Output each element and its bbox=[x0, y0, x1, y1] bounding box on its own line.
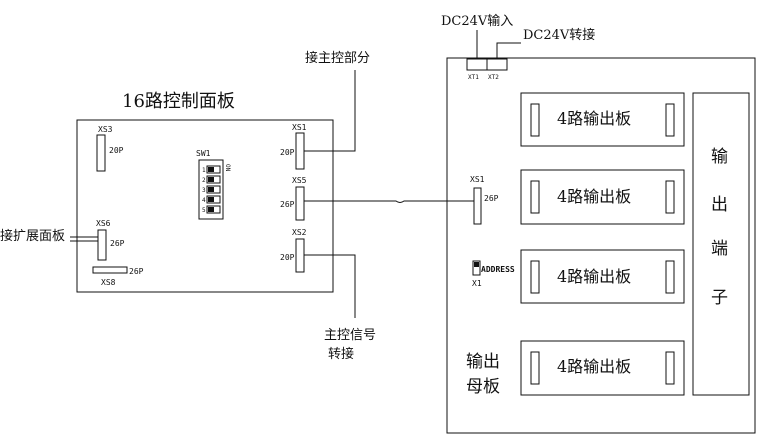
output-mother-board bbox=[446, 57, 756, 434]
sw1-label: SW1 bbox=[196, 149, 211, 158]
xs5-pins: 26P bbox=[280, 200, 295, 209]
signal-relay-note-line1: 主控信号 bbox=[324, 328, 376, 343]
mb-xs1-pins: 26P bbox=[484, 194, 499, 203]
xs8-pins: 26P bbox=[129, 267, 144, 276]
svg-text:4路输出板: 4路输出板 bbox=[557, 267, 631, 286]
svg-text:5: 5 bbox=[202, 207, 206, 214]
svg-text:1: 1 bbox=[202, 167, 206, 174]
control-board bbox=[76, 119, 334, 293]
output-board-1: 4路输出板 bbox=[520, 92, 685, 147]
x1-jumper bbox=[472, 260, 481, 276]
xs6-label: XS6 bbox=[96, 219, 111, 228]
x1-label: X1 bbox=[472, 279, 482, 288]
dc24v-relay-note: DC24V转接 bbox=[523, 27, 595, 43]
xs6-connector bbox=[97, 229, 107, 261]
svg-text:4: 4 bbox=[202, 197, 206, 204]
output-board-2: 4路输出板 bbox=[520, 169, 685, 225]
xs8-label: XS8 bbox=[101, 278, 116, 287]
sw1-switch-1: 1 bbox=[202, 165, 221, 174]
control-board-title: 16路控制面板 bbox=[122, 91, 235, 112]
xs3-pins: 20P bbox=[109, 146, 124, 155]
terminal-char-1: 输 bbox=[711, 147, 728, 167]
terminal-char-4: 子 bbox=[711, 288, 728, 308]
xs3-label: XS3 bbox=[98, 125, 113, 134]
svg-text:4路输出板: 4路输出板 bbox=[557, 357, 631, 376]
xs2-pins: 20P bbox=[280, 253, 295, 262]
sw1-switch-3: 3 bbox=[202, 185, 221, 194]
xs1-connector bbox=[295, 132, 305, 170]
expansion-panel-note: 接扩展面板 bbox=[0, 228, 65, 244]
xs5-connector bbox=[295, 186, 305, 221]
main-control-wire bbox=[304, 70, 356, 152]
xt2-label: XT2 bbox=[488, 74, 499, 81]
xs8-connector bbox=[92, 266, 128, 274]
mb-xs1-connector bbox=[473, 187, 482, 225]
signal-relay-note-line2: 转接 bbox=[328, 346, 354, 362]
xs6-pins: 26P bbox=[110, 239, 125, 248]
svg-text:2: 2 bbox=[202, 177, 206, 184]
xs1-label: XS1 bbox=[292, 123, 307, 132]
signal-relay-wire bbox=[304, 254, 356, 318]
xs5-label: XS5 bbox=[292, 176, 307, 185]
svg-text:4路输出板: 4路输出板 bbox=[557, 187, 631, 206]
output-board-4: 4路输出板 bbox=[520, 340, 685, 396]
sw1-switch-4: 4 bbox=[202, 195, 221, 204]
xs2-label: XS2 bbox=[292, 228, 307, 237]
mb-xs1-label: XS1 bbox=[470, 175, 485, 184]
sw1-switch-2: 2 bbox=[202, 175, 221, 184]
sw1-switch-5: 5 bbox=[202, 205, 221, 214]
sw1-dip-switch bbox=[198, 159, 224, 220]
mother-board-title-line1: 输出 bbox=[466, 352, 500, 372]
output-board-3: 4路输出板 bbox=[520, 249, 685, 304]
x1-address-label: ADDRESS bbox=[481, 265, 515, 274]
svg-text:3: 3 bbox=[202, 187, 206, 194]
xs2-connector bbox=[295, 238, 305, 273]
xt1-label: XT1 bbox=[468, 74, 479, 81]
x1-jumper-cap bbox=[474, 262, 479, 267]
dc24v-relay-wire bbox=[496, 42, 521, 59]
ribbon-cable-26p bbox=[304, 200, 474, 203]
main-control-note: 接主控部分 bbox=[305, 50, 370, 66]
svg-text:4路输出板: 4路输出板 bbox=[557, 109, 631, 128]
sw1-on-label: ON bbox=[224, 164, 231, 172]
dc24v-input-note: DC24V输入 bbox=[441, 13, 513, 29]
output-terminal-strip bbox=[692, 92, 750, 396]
xs3-connector bbox=[96, 134, 106, 172]
terminal-char-3: 端 bbox=[711, 239, 728, 259]
terminal-char-2: 出 bbox=[711, 195, 728, 215]
mother-board-title-line2: 母板 bbox=[466, 377, 500, 397]
xs1-pins: 20P bbox=[280, 148, 295, 157]
